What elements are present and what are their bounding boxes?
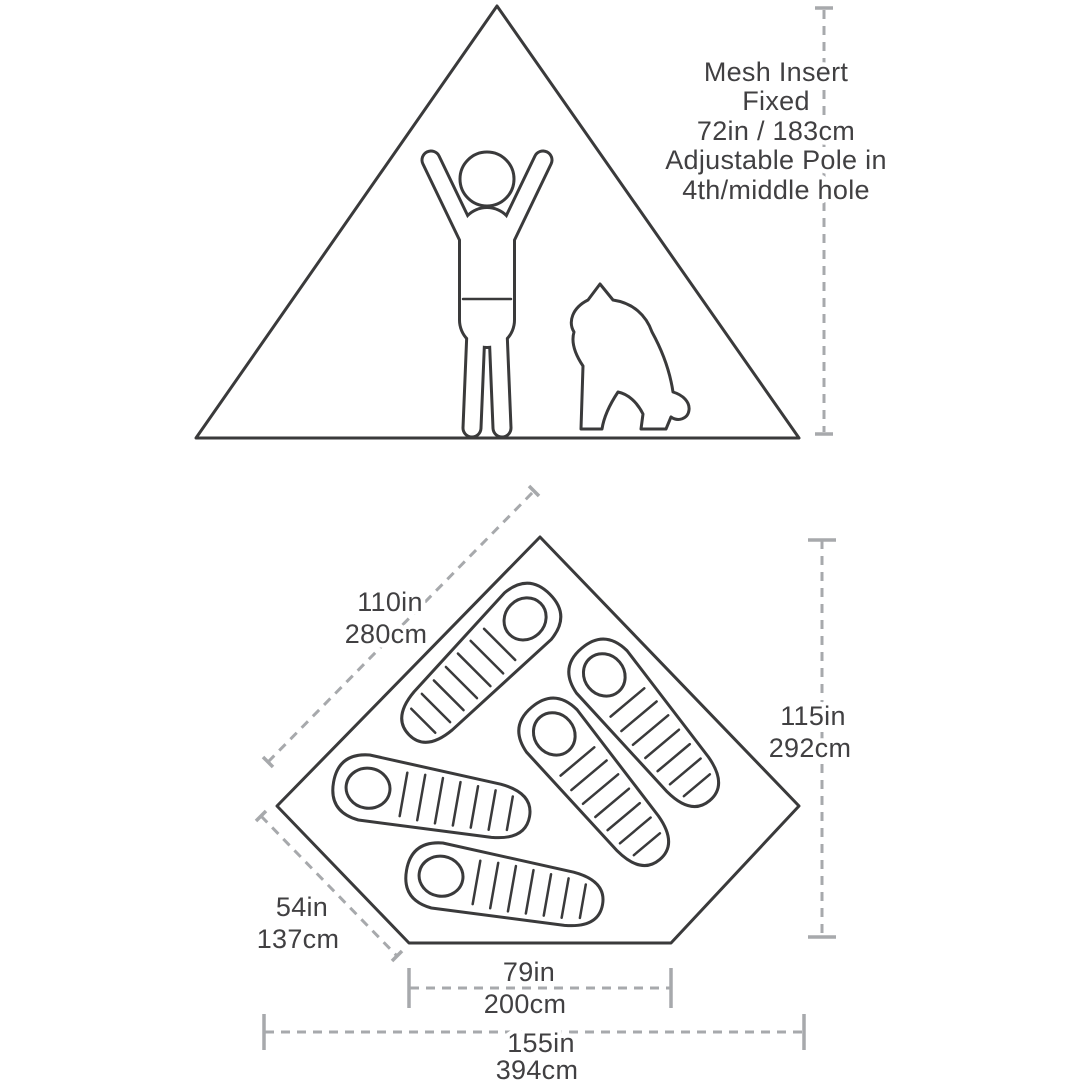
dim-280cm-label: 280cm [345,619,428,649]
note-line-2: Fixed [742,86,810,116]
dim-394cm-label: 394cm [496,1055,579,1081]
dim-79in-label: 79in [503,957,555,987]
dim-200cm-label: 200cm [484,989,567,1019]
note-line-4: Adjustable Pole in [665,145,887,175]
dim-115in-label: 115in [780,701,846,731]
dim-54in-label: 54in [276,892,328,922]
dim-line-bottom-edge [407,968,673,1008]
tent-height-dim-line [815,6,833,436]
side-view-group: Mesh Insert Fixed 72in / 183cm Adjustabl… [194,4,891,440]
person-head [458,150,516,208]
note-line-1: Mesh Insert [704,57,849,87]
dim-110in-label: 110in [357,587,423,617]
dim-292cm-label: 292cm [769,733,852,763]
dog-icon [569,282,691,431]
floor-plan-group: 110in 280cm 115in 292cm 54in 137cm 79in … [252,484,855,1081]
note-line-3: 72in / 183cm [697,116,855,146]
note-line-5: 4th/middle hole [682,175,870,205]
dim-line-top-left-edge [261,484,541,769]
person-icon [420,149,554,439]
dim-line-overall-width [262,1014,806,1050]
dim-line-bottom-left-edge [254,809,404,963]
dim-line-plan-height [808,538,836,939]
mesh-insert-note: Mesh Insert Fixed 72in / 183cm Adjustabl… [661,53,891,210]
dim-155in-label: 155in [507,1028,575,1058]
dim-137cm-label: 137cm [257,924,340,954]
